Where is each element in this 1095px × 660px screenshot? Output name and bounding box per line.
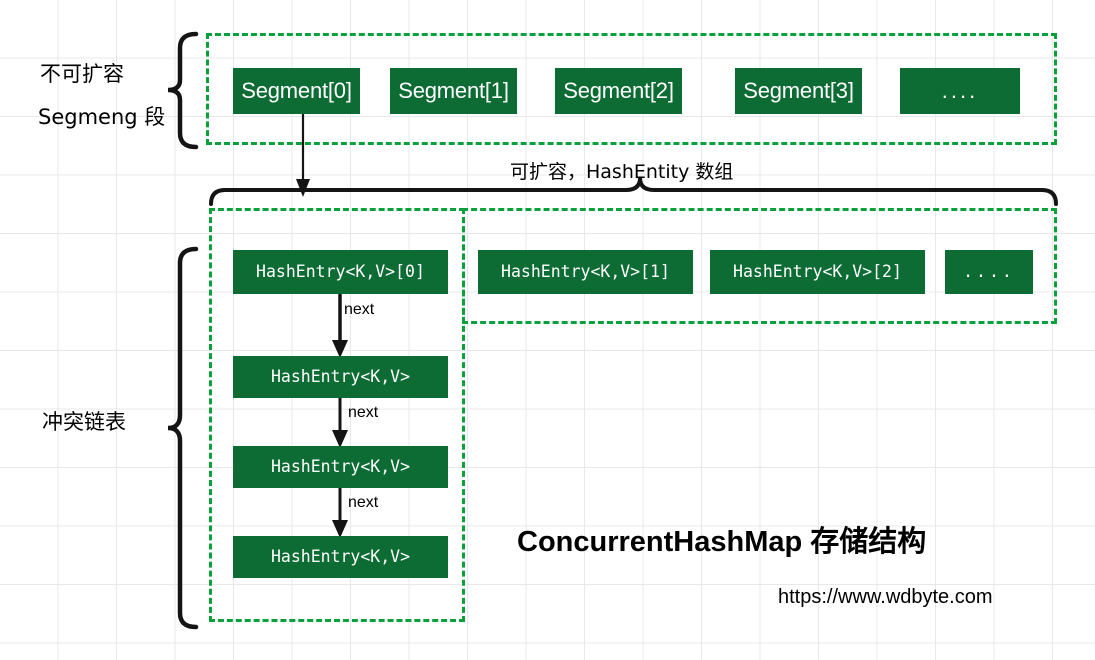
diagram-title: ConcurrentHashMap 存储结构 [517,526,927,558]
label-segment-group-line2: Segmeng 段 [38,105,166,129]
source-url: https://www.wdbyte.com [778,586,993,608]
label-segment-group-line1: 不可扩容 [40,62,124,86]
segment-region [206,33,1057,145]
next-label-0: next [344,301,375,318]
hashentry-box-2[interactable]: HashEntry<K,V>[2] [710,250,925,294]
chain-node-2[interactable]: HashEntry<K,V> [233,536,448,578]
brace-segment-group [167,31,199,150]
segment-box-0[interactable]: Segment[0] [233,68,360,114]
collision-chain-region [209,208,465,622]
brace-collision-chain [167,246,199,630]
hashentry-box-0[interactable]: HashEntry<K,V>[0] [233,250,448,294]
chain-node-0[interactable]: HashEntry<K,V> [233,356,448,398]
hashentry-box-ellipsis: .... [945,250,1033,294]
next-label-1: next [348,404,379,421]
segment-box-2[interactable]: Segment[2] [555,68,682,114]
segment-box-ellipsis: .... [900,68,1020,114]
label-collision-chain: 冲突链表 [42,410,126,434]
arrowhead-segment0 [296,179,310,197]
hashentry-box-1[interactable]: HashEntry<K,V>[1] [478,250,693,294]
segment-box-1[interactable]: Segment[1] [390,68,517,114]
segment-box-3[interactable]: Segment[3] [735,68,862,114]
chain-node-1[interactable]: HashEntry<K,V> [233,446,448,488]
next-label-2: next [348,494,379,511]
label-hashentity-array: 可扩容，HashEntity 数组 [510,161,734,183]
